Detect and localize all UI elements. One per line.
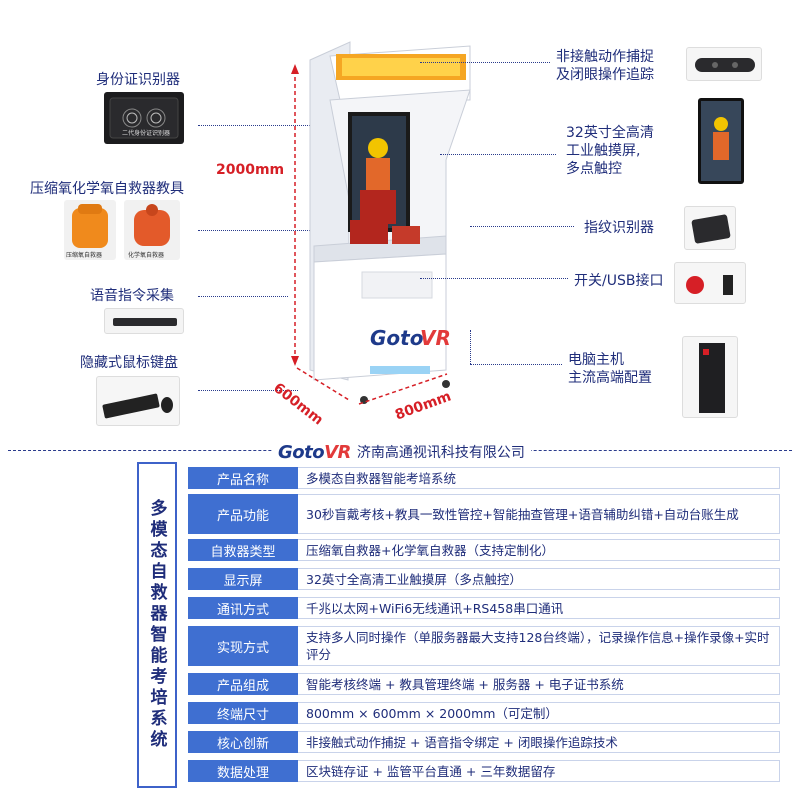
- leader-keyboard: [198, 390, 298, 391]
- label-gesture: 非接触动作捕捉 及闭眼操作追踪: [556, 48, 676, 84]
- company-name: 济南高通视讯科技有限公司: [356, 445, 525, 461]
- svg-text:VR: VR: [420, 326, 451, 350]
- leader-respirator: [198, 230, 318, 231]
- leader-fingerprint: [470, 226, 574, 227]
- spec-key: 实现方式: [188, 626, 298, 666]
- microphone-bar-icon: [113, 318, 177, 326]
- keyboard-mouse-icon: [102, 393, 173, 419]
- label-voice-input: 语音指令采集: [90, 288, 174, 304]
- label-id-reader: 身份证识别器: [96, 72, 180, 88]
- spec-value: 32英寸全高清工业触摸屏（多点触控）: [298, 568, 780, 590]
- chemical-caption: 化学氧自救器: [128, 252, 165, 259]
- label-pc-line1: 电脑主机: [568, 352, 624, 368]
- compressed-respirator-icon: [72, 204, 108, 248]
- pc-thumb: [682, 336, 738, 418]
- compressed-respirator-thumb: 压缩氧自救器: [64, 200, 116, 260]
- touchscreen-icon: [701, 101, 741, 181]
- spec-value: 压缩氧自救器+化学氧自救器（支持定制化）: [298, 539, 780, 561]
- motion-sensor-icon: [695, 58, 755, 72]
- id-reader-thumb: 二代身份证识别器: [104, 92, 184, 144]
- switch-usb-thumb: [674, 262, 746, 304]
- label-pc: 电脑主机 主流高端配置: [568, 351, 678, 387]
- company-logo: GotoVR: [278, 442, 351, 463]
- spec-key: 产品名称: [188, 467, 298, 489]
- label-switch-usb: 开关/USB接口: [574, 273, 664, 289]
- label-screen: 32英寸全高清 工业触摸屏, 多点触控: [566, 124, 676, 178]
- spec-value: 区块链存证 + 监管平台直通 + 三年数据留存: [298, 760, 780, 782]
- label-fingerprint: 指纹识别器: [584, 220, 654, 236]
- compressed-caption: 压缩氧自救器: [66, 252, 103, 259]
- logo-main: Goto: [278, 441, 325, 463]
- leader-id-reader: [198, 125, 316, 126]
- spec-value: 多模态自救器智能考培系统: [298, 467, 780, 489]
- leader-pc: [470, 364, 562, 365]
- label-keyboard: 隐藏式鼠标键盘: [80, 355, 178, 371]
- chemical-respirator-thumb: 化学氧自救器: [124, 200, 180, 260]
- label-respirator-kit: 压缩氧化学氧自救器教具: [30, 181, 184, 197]
- kiosk-illustration: Goto VR: [309, 41, 471, 404]
- spec-value: 800mm × 600mm × 2000mm（可定制）: [298, 702, 780, 724]
- logo-vr: VR: [324, 441, 351, 463]
- dimension-arrows: [291, 64, 448, 405]
- spec-value: 智能考核终端 + 教具管理终端 + 服务器 + 电子证书系统: [298, 673, 780, 695]
- spec-key: 终端尺寸: [188, 702, 298, 724]
- leader-switch: [420, 278, 568, 279]
- spec-key: 自救器类型: [188, 539, 298, 561]
- leader-gesture: [420, 62, 550, 63]
- leader-pc-vertical: [470, 330, 471, 364]
- id-reader-caption: 二代身份证识别器: [122, 130, 171, 137]
- power-usb-icon: [686, 275, 733, 295]
- spec-value: 非接触式动作捕捉 + 语音指令绑定 + 闭眼操作追踪技术: [298, 731, 780, 753]
- gesture-sensor-thumb: [686, 47, 762, 81]
- spec-key: 产品组成: [188, 673, 298, 695]
- pc-tower-icon: [699, 343, 725, 413]
- spec-value: 千兆以太网+WiFi6无线通讯+RS458串口通讯: [298, 597, 780, 619]
- id-reader-icon: [109, 97, 179, 139]
- label-screen-line1: 32英寸全高清: [566, 125, 654, 141]
- chemical-respirator-icon: [134, 204, 170, 246]
- product-showcase: 身份证识别器 二代身份证识别器 压缩氧化学氧自救器教具 压缩氧自救器 化学氧自救…: [30, 41, 762, 429]
- voice-input-thumb: [104, 308, 184, 334]
- label-screen-line2: 工业触摸屏,: [566, 143, 641, 159]
- spec-key: 核心创新: [188, 731, 298, 753]
- svg-text:Goto: Goto: [370, 326, 424, 350]
- label-pc-line2: 主流高端配置: [568, 370, 652, 386]
- spec-side-title: 多模态自救器智能考培系统: [146, 499, 167, 751]
- label-gesture-line1: 非接触动作捕捉: [556, 49, 654, 65]
- spec-value: 支持多人同时操作（单服务器最大支持128台终端），记录操作信息+操作录像+实时评…: [298, 626, 780, 666]
- label-screen-line3: 多点触控: [566, 161, 622, 177]
- spec-side-title-box: 多模态自救器智能考培系统: [137, 462, 177, 788]
- spec-value: 30秒盲戴考核+教具一致性管控+智能抽查管理+语音辅助纠错+自动台账生成: [298, 494, 780, 534]
- leader-voice: [198, 296, 288, 297]
- leader-screen: [440, 154, 556, 155]
- keyboard-thumb: [96, 376, 180, 426]
- company-header: GotoVR 济南高通视讯科技有限公司: [272, 440, 531, 464]
- dimension-height: 2000mm: [216, 162, 285, 178]
- fingerprint-icon: [691, 214, 731, 244]
- screen-thumb: [698, 98, 744, 184]
- fingerprint-thumb: [684, 206, 736, 250]
- spec-key: 通讯方式: [188, 597, 298, 619]
- spec-key: 显示屏: [188, 568, 298, 590]
- label-gesture-line2: 及闭眼操作追踪: [556, 67, 654, 83]
- spec-key: 产品功能: [188, 494, 298, 534]
- spec-key: 数据处理: [188, 760, 298, 782]
